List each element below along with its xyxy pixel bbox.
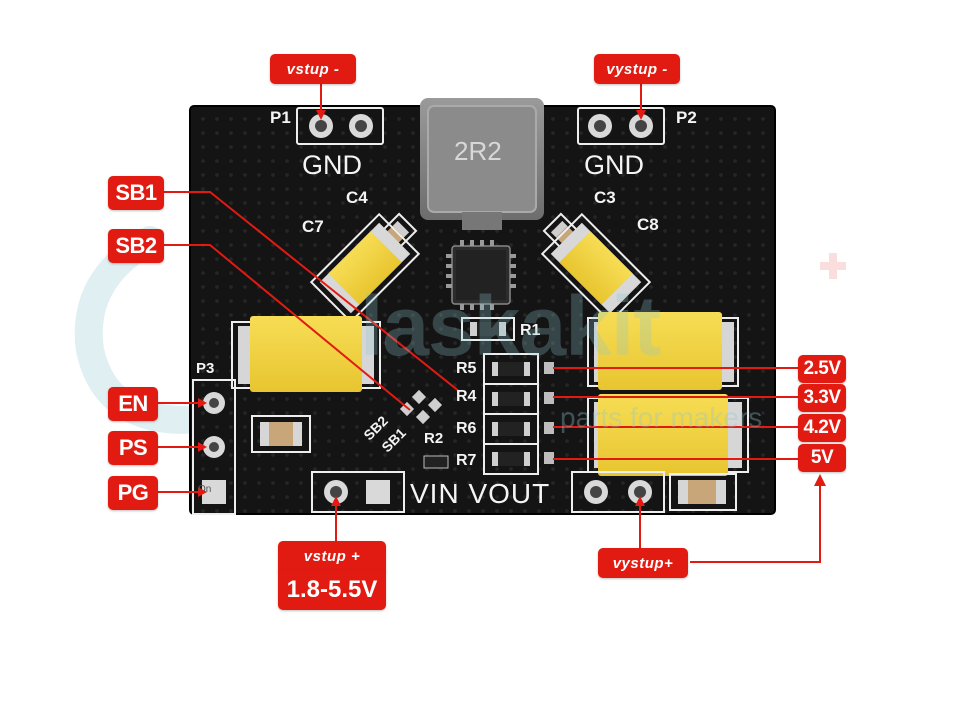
capacitor-small-left xyxy=(251,415,311,453)
header-vout xyxy=(571,471,665,513)
callout-5v: 5V xyxy=(798,444,846,472)
silk-c8: C8 xyxy=(637,215,659,234)
callout-vstup-plus: vstup + xyxy=(278,541,386,571)
callout-sb2: SB2 xyxy=(108,229,164,263)
inductor-2r2 xyxy=(420,98,544,230)
callout-4-2v: 4.2V xyxy=(798,414,846,442)
callout-vystup-minus: vystup - xyxy=(594,54,680,84)
silk-gnd-left: GND xyxy=(302,150,362,180)
arrow-heads xyxy=(198,110,826,506)
silk-p2: P2 xyxy=(676,108,697,127)
resistors xyxy=(492,362,530,466)
silk-r1: R1 xyxy=(520,322,541,339)
silk-r6: R6 xyxy=(456,420,477,437)
header-p2 xyxy=(577,107,665,145)
callout-pg: PG xyxy=(108,476,158,510)
callout-input-range: 1.8-5.5V xyxy=(278,570,386,610)
silk-r4: R4 xyxy=(456,388,477,405)
silk-r2: R2 xyxy=(424,430,444,447)
header-pads xyxy=(309,114,653,138)
silk-c4: C4 xyxy=(346,188,368,207)
silk-r7: R7 xyxy=(456,452,477,469)
watermark-tagline: parts for makers xyxy=(560,402,763,433)
silk-p3: P3 xyxy=(196,360,215,377)
capacitor-c7 xyxy=(309,212,421,324)
header-vin xyxy=(311,471,405,513)
silk-r5: R5 xyxy=(456,360,477,377)
callout-3-3v: 3.3V xyxy=(798,384,846,412)
resistor-ends xyxy=(492,362,530,466)
callout-sb1: SB1 xyxy=(108,176,164,210)
callout-vystup-plus: vystup+ xyxy=(598,548,688,578)
silk-p1: P1 xyxy=(270,108,291,127)
callout-en: EN xyxy=(108,387,158,421)
capacitor-c8 xyxy=(540,212,652,324)
ic-chip xyxy=(446,240,516,310)
watermark-brand: laskakit xyxy=(360,279,661,373)
callout-2-5v: 2.5V xyxy=(798,355,846,383)
silk-c3: C3 xyxy=(594,188,616,207)
inductor-marking: 2R2 xyxy=(454,136,502,166)
tantalum-cap-left xyxy=(231,316,381,392)
capacitor-small-right xyxy=(669,473,737,511)
silk-on: On xyxy=(198,484,212,495)
callout-ps: PS xyxy=(108,431,158,465)
resistor-block xyxy=(483,353,539,475)
resistor-r2 xyxy=(423,455,449,469)
silk-vin-vout: VIN VOUT xyxy=(410,478,551,509)
tantalum-cap-right-bottom xyxy=(587,394,749,476)
resistor-r1 xyxy=(461,317,515,341)
silk-gnd-right: GND xyxy=(584,150,644,180)
header-p1 xyxy=(296,107,384,145)
jumper-pads xyxy=(544,362,554,464)
silk-c7: C7 xyxy=(302,217,324,236)
callout-vstup-minus: vstup - xyxy=(270,54,356,84)
